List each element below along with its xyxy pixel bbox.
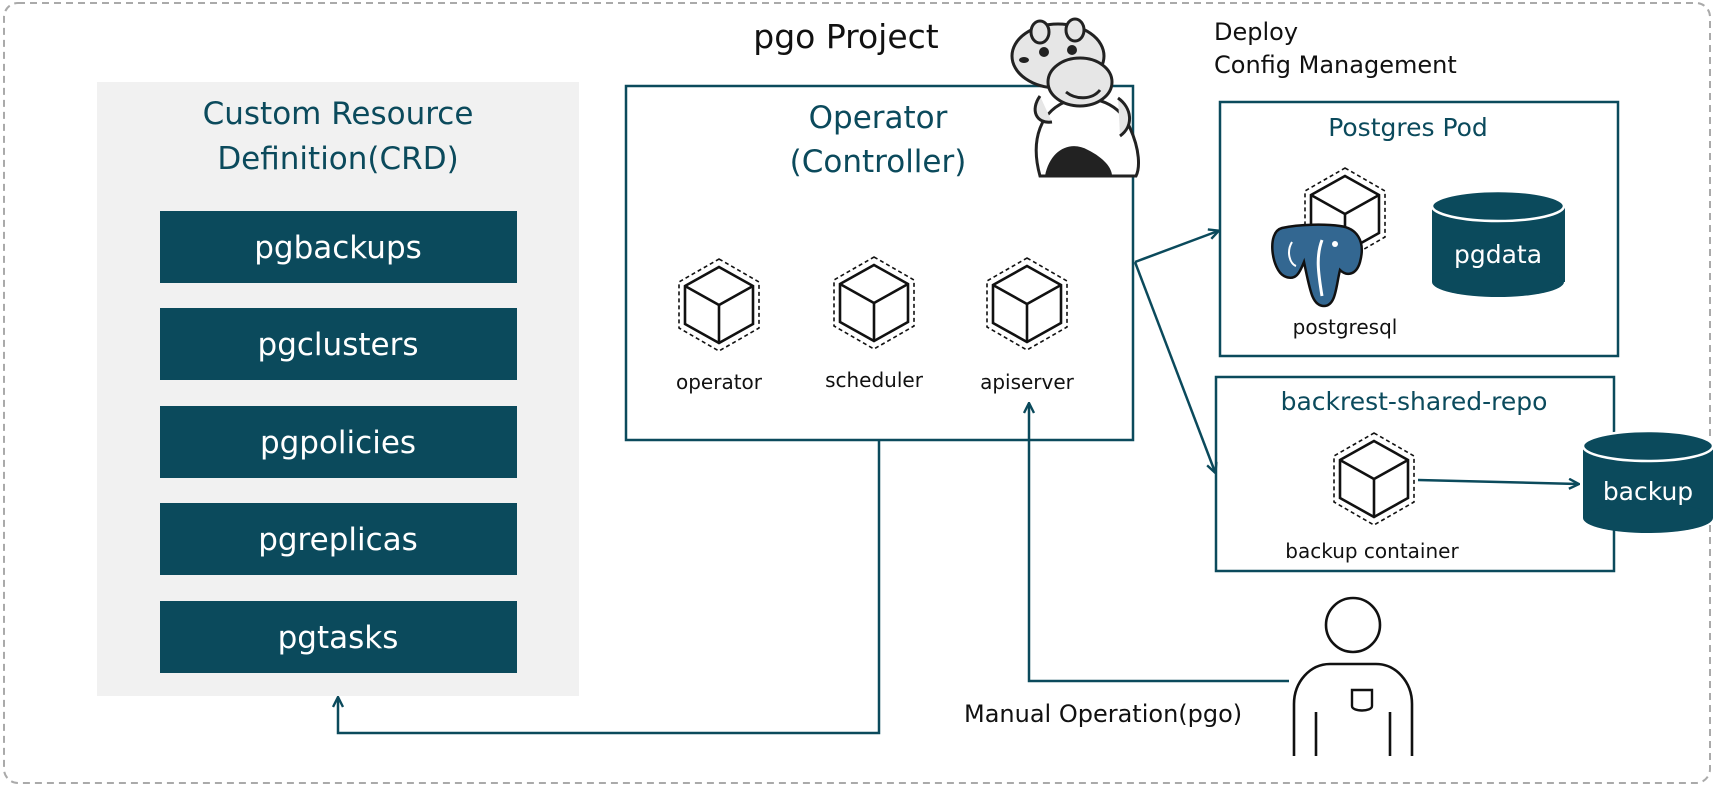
operator-component: operator (676, 257, 763, 394)
backup-container-label: backup container (1285, 539, 1459, 563)
backup-arrow (1417, 480, 1578, 484)
deploy-arrow-postgres (1134, 231, 1218, 264)
backup-volume-icon (1581, 429, 1715, 533)
crd-item-label: pgclusters (258, 327, 419, 363)
backrest-repo-title: backrest-shared-repo (1281, 387, 1548, 416)
component-label: apiserver (980, 370, 1075, 394)
operator-title-line1: Operator (809, 100, 948, 136)
component-label: scheduler (825, 368, 924, 392)
crd-item-pgclusters: pgclusters (160, 308, 517, 380)
crd-title-line2: Definition(CRD) (217, 141, 458, 177)
deploy-label: Deploy (1214, 18, 1298, 46)
component-label: operator (676, 370, 763, 394)
postgresql-label: postgresql (1293, 315, 1398, 339)
backup-label: backup (1603, 477, 1693, 506)
project-frame (3, 2, 1711, 784)
crd-panel (97, 82, 579, 696)
crd-item-pgbackups: pgbackups (160, 211, 517, 283)
config-management-label: Config Management (1214, 51, 1457, 79)
pgdata-label: pgdata (1454, 240, 1542, 269)
crd-item-label: pgpolicies (260, 425, 416, 461)
operator-title-line2: (Controller) (790, 144, 967, 180)
manual-operation-label: Manual Operation(pgo) (964, 700, 1242, 728)
scheduler-component: scheduler (825, 255, 924, 392)
pgdata-volume-icon (1430, 189, 1566, 297)
apiserver-component: apiserver (980, 256, 1075, 394)
crd-item-label: pgbackups (254, 230, 422, 266)
crd-title-line1: Custom Resource (203, 96, 474, 132)
crd-item-pgpolicies: pgpolicies (160, 406, 517, 478)
crd-item-label: pgtasks (278, 620, 399, 656)
user-icon (1292, 596, 1414, 756)
crd-item-label: pgreplicas (258, 522, 418, 558)
crd-item-pgreplicas: pgreplicas (160, 503, 517, 575)
postgresql-elephant-icon (1271, 223, 1363, 308)
crd-item-pgtasks: pgtasks (160, 601, 517, 673)
crd-watch-arrow (338, 440, 881, 735)
backrest-repo-box (1214, 375, 1616, 573)
postgres-pod-title: Postgres Pod (1328, 113, 1488, 142)
project-title: pgo Project (753, 17, 939, 56)
deploy-arrow-backrest (1133, 261, 1215, 472)
manual-operation-arrow (1029, 404, 1289, 683)
hippo-mascot-icon (1010, 17, 1140, 178)
